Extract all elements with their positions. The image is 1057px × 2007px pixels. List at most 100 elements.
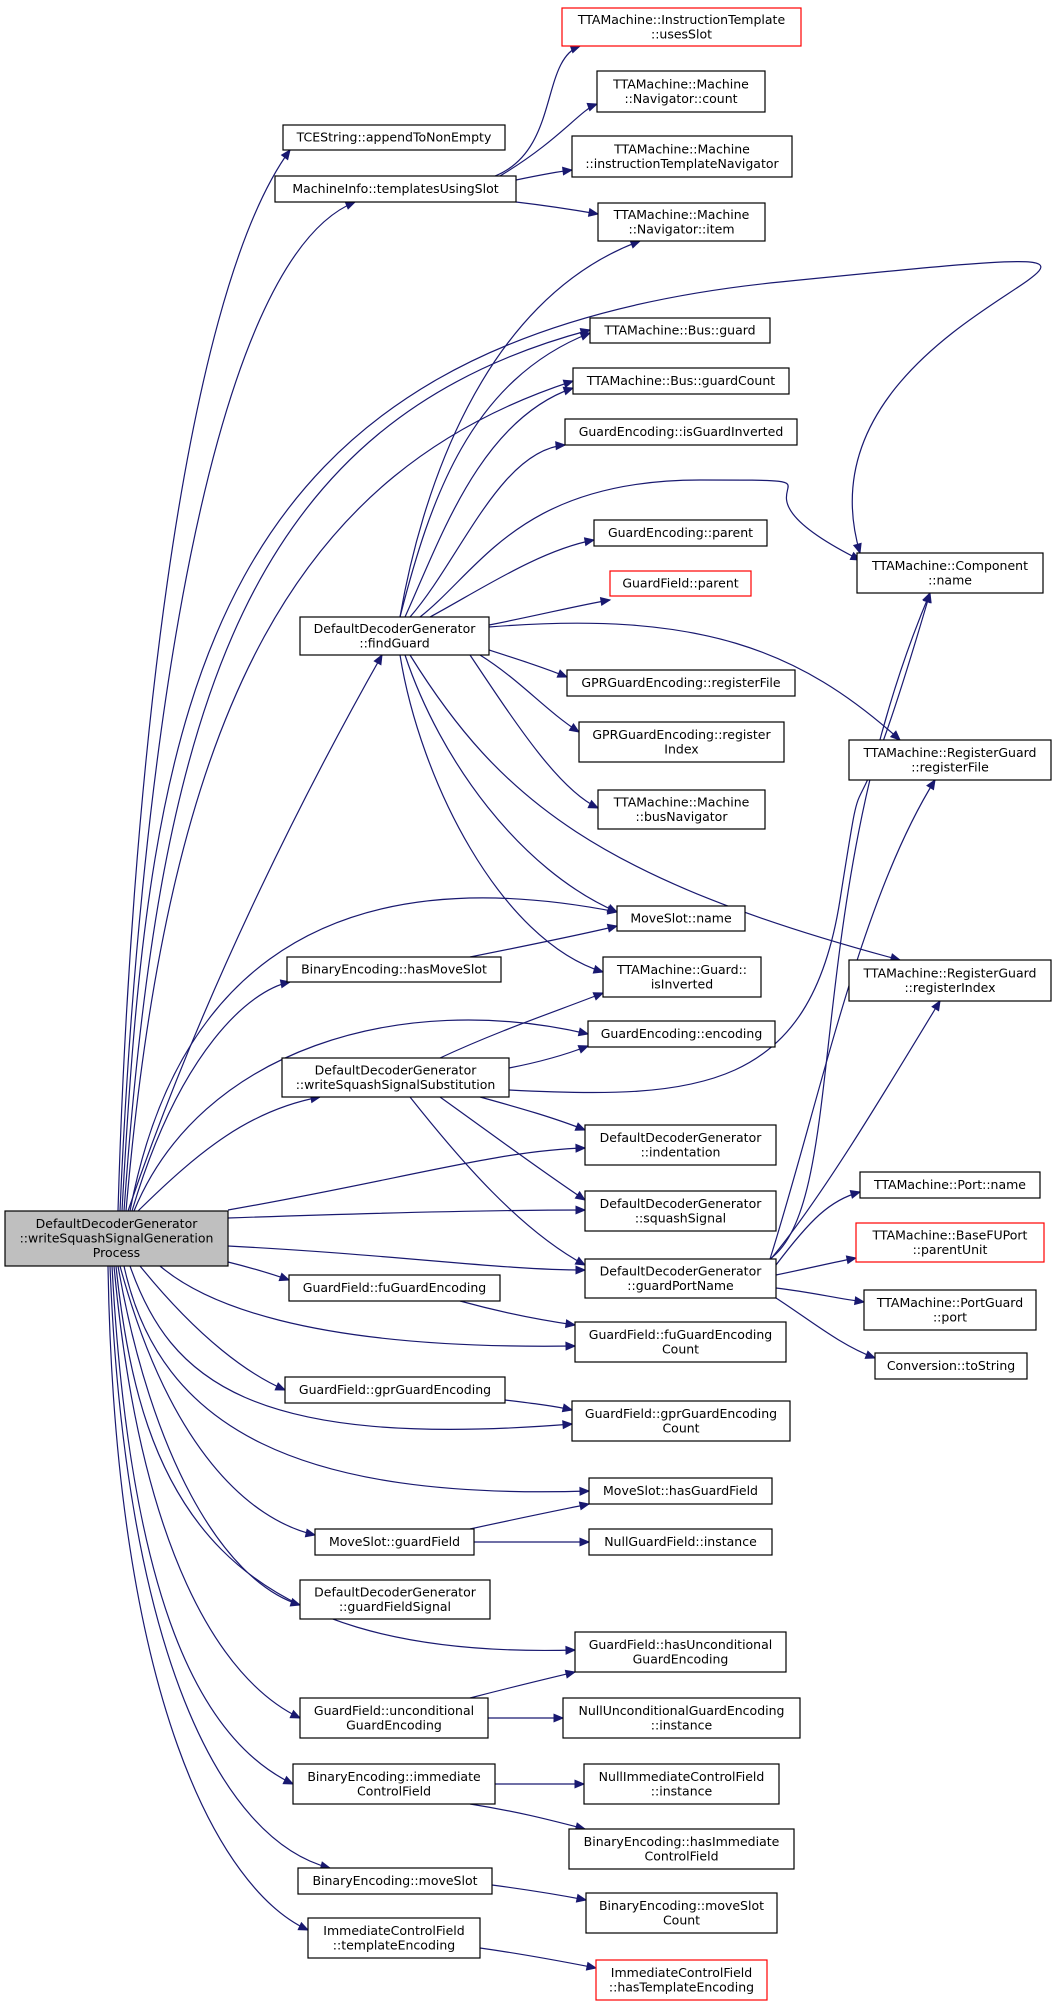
node-bfu[interactable]: TTAMachine::BaseFUPort::parentUnit [855, 1222, 1045, 1263]
edge-line [488, 599, 611, 626]
edge-line [404, 654, 618, 913]
node-icfte[interactable]: ImmediateControlField::templateEncoding [307, 1917, 481, 1959]
node-fg[interactable]: DefaultDecoderGenerator::findGuard [299, 616, 490, 656]
edge-line [419, 479, 861, 618]
node-label-line: TTAMachine::Machine [613, 141, 750, 156]
edge-line [439, 992, 604, 1059]
node-icfht[interactable]: ImmediateControlField::hasTemplateEncodi… [595, 1959, 768, 2001]
node-ngfi[interactable]: NullGuardField::instance [588, 1528, 773, 1556]
node-label-line: Process [93, 1245, 140, 1260]
node-label-line: DefaultDecoderGenerator [315, 1062, 478, 1077]
node-mshg[interactable]: MoveSlot::hasGuardField [588, 1477, 773, 1505]
edge-line [469, 654, 599, 809]
node-ginv[interactable]: TTAMachine::Guard::isInverted [602, 956, 762, 998]
node-box [574, 1631, 787, 1673]
edge-line [117, 1265, 301, 1606]
node-label-line: ::Navigator::item [628, 221, 734, 236]
node-label-line: TCEString::appendToNonEmpty [296, 130, 492, 145]
edge-line [125, 380, 574, 1212]
node-dgfs[interactable]: DefaultDecoderGenerator::guardFieldSigna… [299, 1579, 491, 1620]
node-gee[interactable]: GuardEncoding::encoding [587, 1020, 776, 1048]
node-gge[interactable]: GuardField::gprGuardEncoding [284, 1376, 506, 1404]
node-sqs[interactable]: DefaultDecoderGenerator::squashSignal [584, 1190, 777, 1232]
node-label-line: GuardField::gprGuardEncoding [299, 1382, 491, 1397]
edge-root-to-gpn [227, 1245, 587, 1275]
node-bgc[interactable]: TTAMachine::Bus::guardCount [572, 367, 790, 395]
arrow-head-icon [575, 1143, 587, 1153]
edge-line [107, 1265, 309, 1931]
arrow-head-icon [568, 722, 581, 733]
edge-root-to-dgfs [117, 1265, 302, 1607]
node-box [307, 1917, 481, 1959]
edge-line [409, 1096, 586, 1266]
edge-root-to-behms [131, 979, 292, 1212]
edge-line [115, 1265, 576, 1652]
arrow-head-icon [583, 537, 596, 547]
node-label-line: ::templateEncoding [333, 1937, 455, 1952]
node-mitn[interactable]: TTAMachine::Machine::instructionTemplate… [571, 135, 793, 178]
node-label-line: GPRGuardEncoding::registerFile [581, 675, 780, 690]
node-wsss[interactable]: DefaultDecoderGenerator::writeSquashSign… [281, 1057, 510, 1098]
node-gfp[interactable]: GuardField::parent [609, 570, 752, 597]
edge-beicf-to-nicf [494, 1779, 586, 1789]
node-gpn[interactable]: DefaultDecoderGenerator::guardPortName [584, 1258, 777, 1299]
node-box [574, 1321, 787, 1363]
node-nicf[interactable]: NullImmediateControlField::instance [583, 1763, 780, 1805]
node-rgf[interactable]: TTAMachine::RegisterGuard::registerFile [848, 739, 1052, 781]
node-cts[interactable]: Conversion::toString [874, 1352, 1028, 1380]
arrow-head-icon [849, 1189, 862, 1199]
node-mi[interactable]: MachineInfo::templatesUsingSlot [274, 175, 517, 203]
node-fge[interactable]: GuardField::fuGuardEncoding [288, 1274, 501, 1302]
edge-fg-to-gep [429, 537, 596, 618]
node-box [561, 7, 802, 47]
node-bems[interactable]: BinaryEncoding::moveSlot [297, 1867, 493, 1895]
node-behms[interactable]: BinaryEncoding::hasMoveSlot [286, 956, 502, 983]
edge-line [469, 1671, 576, 1699]
edge-root-to-sqs [227, 1205, 587, 1219]
node-tce[interactable]: TCEString::appendToNonEmpty [282, 124, 506, 151]
edge-msgf-to-mshg [469, 1501, 591, 1530]
node-pn[interactable]: TTAMachine::Port::name [859, 1171, 1041, 1199]
node-nuge[interactable]: NullUnconditionalGuardEncoding::instance [562, 1697, 801, 1739]
node-rgi[interactable]: TTAMachine::RegisterGuard::registerIndex [848, 959, 1052, 1002]
node-mni[interactable]: TTAMachine::Machine::Navigator::item [597, 202, 766, 242]
node-box [587, 1020, 776, 1048]
node-msn[interactable]: MoveSlot::name [616, 905, 746, 932]
arrow-head-icon [553, 1713, 565, 1723]
node-gpri[interactable]: GPRGuardEncoding::registerIndex [578, 721, 785, 763]
node-mnc[interactable]: TTAMachine::Machine::Navigator::count [596, 70, 766, 113]
node-gfhu[interactable]: GuardField::hasUnconditionalGuardEncodin… [574, 1631, 787, 1673]
node-label-line: MoveSlot::guardField [329, 1534, 460, 1549]
node-root[interactable]: DefaultDecoderGenerator::writeSquashSign… [4, 1210, 229, 1267]
node-msgf[interactable]: MoveSlot::guardField [314, 1528, 475, 1556]
arrow-head-icon [577, 1027, 590, 1037]
node-gei[interactable]: GuardEncoding::isGuardInverted [564, 418, 798, 446]
node-ind[interactable]: DefaultDecoderGenerator::indentation [584, 1124, 777, 1166]
node-gprf[interactable]: GPRGuardEncoding::registerFile [566, 669, 796, 697]
arrow-head-icon [577, 1045, 590, 1054]
node-box [593, 519, 768, 547]
edge-fg-to-bgc [404, 386, 575, 618]
node-gep[interactable]: GuardEncoding::parent [593, 519, 768, 547]
node-pg[interactable]: TTAMachine::PortGuard::port [863, 1289, 1037, 1331]
edge-line [121, 260, 1042, 1212]
node-mbn[interactable]: TTAMachine::Machine::busNavigator [597, 789, 766, 830]
edge-line [479, 1947, 597, 1969]
node-bg[interactable]: TTAMachine::Bus::guard [589, 317, 771, 344]
edge-line [508, 592, 931, 1094]
node-label-line: Count [662, 1420, 699, 1435]
node-cn[interactable]: TTAMachine::Component::name [856, 552, 1044, 594]
node-label-line: TTAMachine::PortGuard [876, 1295, 1023, 1310]
edge-line [488, 649, 568, 678]
edge-line [117, 149, 291, 1212]
arrow-head-icon [845, 1255, 858, 1265]
node-its[interactable]: TTAMachine::InstructionTemplate::usesSlo… [561, 7, 802, 47]
edge-line [129, 1265, 573, 1430]
node-box [564, 418, 798, 446]
